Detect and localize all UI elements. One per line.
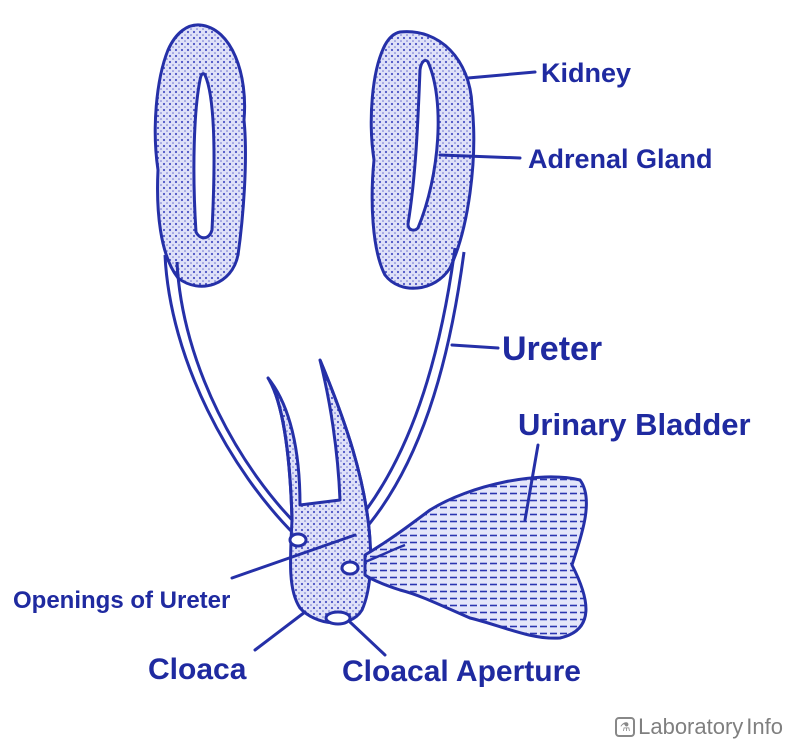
left-adrenal-gland (192, 72, 216, 240)
ureter-label: Ureter (502, 330, 603, 368)
openings-of-ureter-label: Openings of Ureter (13, 587, 231, 614)
cloaca-leader (253, 610, 307, 652)
cloacal-aperture-label: Cloacal Aperture (342, 655, 581, 688)
urinary-bladder-label: Urinary Bladder (518, 407, 751, 442)
urinary-bladder (363, 475, 588, 640)
adrenal-leader (438, 153, 522, 160)
ureter-leader (450, 343, 500, 350)
left-ureter (163, 254, 304, 537)
left-kidney (153, 23, 247, 288)
cloaca-label: Cloaca (148, 653, 247, 686)
left-ureter-opening (288, 532, 308, 548)
right-kidney (369, 30, 476, 290)
watermark-suffix: Info (746, 714, 783, 739)
aperture-leader (348, 620, 387, 657)
right-adrenal-gland (406, 58, 440, 232)
bladder-leader (523, 443, 540, 522)
right-ureter (350, 247, 466, 537)
kidney-leader (466, 70, 537, 80)
kidney-label: Kidney (541, 58, 632, 88)
watermark-prefix: Laboratory (638, 714, 744, 739)
openings-leader (230, 533, 357, 580)
adrenal-gland-label: Adrenal Gland (528, 144, 713, 174)
flask-logo-icon: ⚗ (615, 717, 636, 737)
cloaca (266, 358, 373, 626)
cloacal-aperture (324, 610, 352, 626)
right-ureter-opening (340, 560, 360, 576)
